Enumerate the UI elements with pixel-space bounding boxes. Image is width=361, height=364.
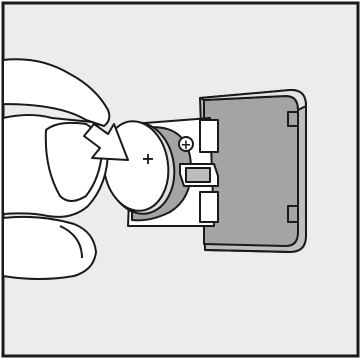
holder-latch-inner <box>186 168 210 182</box>
plus-terminal-mark: + <box>181 138 192 153</box>
holder-upper-clip <box>200 120 218 152</box>
hand <box>3 59 109 279</box>
door-panel <box>204 96 298 246</box>
battery-polarity-mark: + <box>141 149 154 168</box>
holder-lower-clip <box>200 192 218 222</box>
